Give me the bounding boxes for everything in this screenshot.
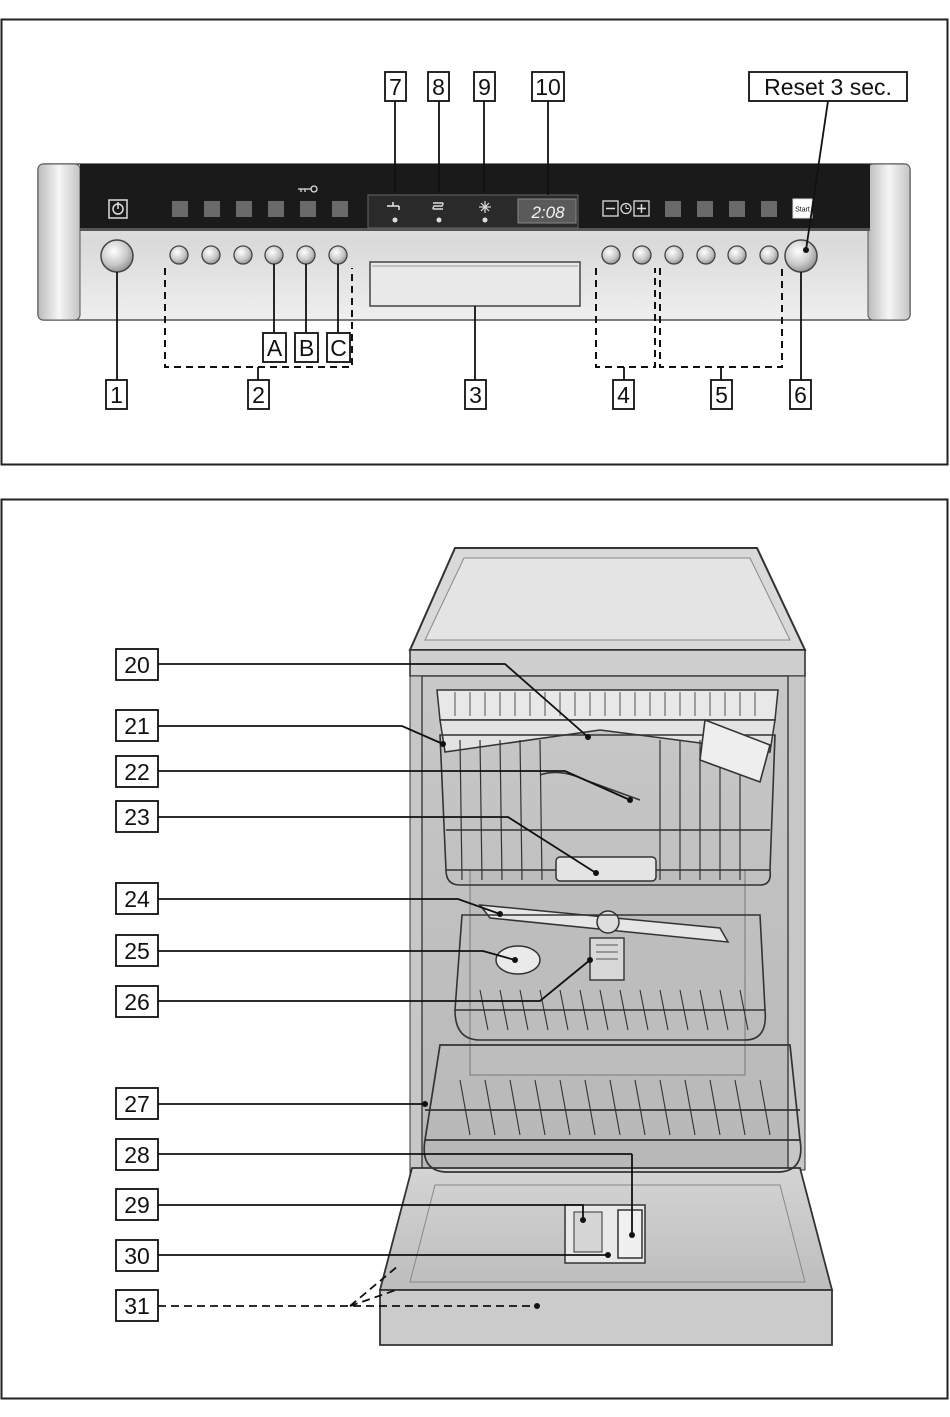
upper-basket[interactable] bbox=[439, 718, 776, 886]
option-button-3[interactable] bbox=[727, 245, 747, 265]
option-indicators bbox=[665, 201, 777, 217]
upper-spray-arm bbox=[555, 856, 657, 882]
option-button-2[interactable] bbox=[696, 245, 716, 265]
callout-a: A bbox=[267, 335, 283, 361]
salt-indicator bbox=[482, 217, 488, 223]
tap-icon bbox=[387, 202, 400, 210]
delay-minus-button[interactable] bbox=[601, 245, 621, 265]
callout-29: 29 bbox=[124, 1192, 150, 1218]
callout-b: B bbox=[299, 335, 314, 361]
display-time: 2:08 bbox=[530, 203, 565, 222]
filter-system bbox=[589, 937, 625, 981]
callout-9: 9 bbox=[478, 74, 491, 100]
callout-20: 20 bbox=[124, 652, 150, 678]
power-icon bbox=[108, 199, 128, 219]
callout-2: 2 bbox=[252, 382, 265, 408]
rinse-aid-indicator bbox=[436, 217, 442, 223]
programme-button-1[interactable] bbox=[169, 245, 189, 265]
callout-23: 23 bbox=[124, 804, 150, 830]
callout-26: 26 bbox=[124, 989, 150, 1015]
middle-basket bbox=[454, 914, 767, 1041]
dispenser-flap[interactable] bbox=[617, 1209, 643, 1259]
programme-button-c[interactable] bbox=[328, 245, 348, 265]
cutlery-drawer[interactable] bbox=[436, 689, 779, 753]
callout-c: C bbox=[330, 335, 347, 361]
callout-28: 28 bbox=[124, 1142, 150, 1168]
programme-button-b[interactable] bbox=[296, 245, 316, 265]
control-panel bbox=[37, 163, 911, 321]
door-handle[interactable] bbox=[369, 261, 581, 307]
detergent-dispenser[interactable] bbox=[564, 1204, 646, 1264]
callout-4: 4 bbox=[617, 382, 630, 408]
callout-7: 7 bbox=[389, 74, 402, 100]
programme-button-a[interactable] bbox=[264, 245, 284, 265]
clock-icon bbox=[620, 202, 632, 215]
callouts-control-panel bbox=[105, 71, 908, 410]
time-delay-controls bbox=[602, 200, 650, 217]
callout-3: 3 bbox=[469, 382, 482, 408]
programme-buttons[interactable] bbox=[169, 245, 348, 265]
digital-display bbox=[517, 198, 577, 224]
callout-25: 25 bbox=[124, 938, 150, 964]
callout-27: 27 bbox=[124, 1091, 150, 1117]
water-supply-indicator bbox=[392, 217, 398, 223]
callout-22: 22 bbox=[124, 759, 150, 785]
rinse-aid-icon bbox=[432, 202, 444, 210]
callout-31: 31 bbox=[124, 1293, 150, 1319]
callouts-interior bbox=[115, 648, 159, 1322]
programme-indicators bbox=[172, 201, 348, 217]
delay-minus-key[interactable] bbox=[602, 200, 619, 217]
key-icon bbox=[298, 185, 318, 193]
callout-6: 6 bbox=[794, 382, 807, 408]
callout-reset: Reset 3 sec. bbox=[764, 74, 892, 100]
programme-button-3[interactable] bbox=[233, 245, 253, 265]
start-key-label: Start bbox=[795, 207, 810, 214]
lower-basket[interactable] bbox=[423, 1044, 802, 1173]
start-button[interactable] bbox=[784, 239, 818, 273]
callout-5: 5 bbox=[715, 382, 728, 408]
option-button-4[interactable] bbox=[759, 245, 779, 265]
callout-1: 1 bbox=[110, 382, 123, 408]
programme-button-2[interactable] bbox=[201, 245, 221, 265]
callout-21: 21 bbox=[124, 713, 150, 739]
callout-30: 30 bbox=[124, 1243, 150, 1269]
option-button-1[interactable] bbox=[664, 245, 684, 265]
delay-plus-key[interactable] bbox=[633, 200, 650, 217]
callout-24: 24 bbox=[124, 886, 150, 912]
delay-plus-button[interactable] bbox=[632, 245, 652, 265]
main-switch-button[interactable] bbox=[100, 239, 134, 273]
callout-10: 10 bbox=[535, 74, 561, 100]
salt-icon bbox=[479, 201, 491, 213]
callout-8: 8 bbox=[432, 74, 445, 100]
